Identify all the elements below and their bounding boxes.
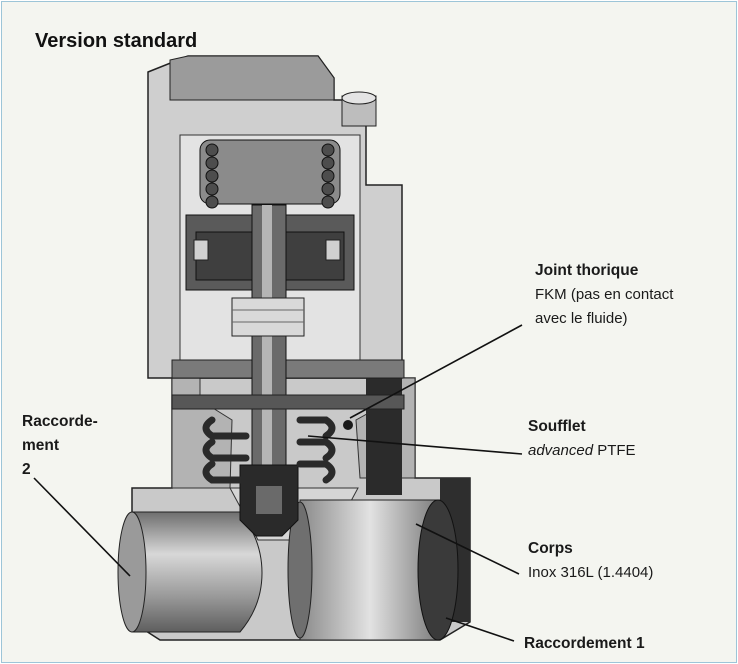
- label-soufflet: Soufflet advanced PTFE: [528, 415, 636, 463]
- leader-raccordement-1: [445, 617, 515, 642]
- raccordement-2-line3: 2: [22, 461, 31, 478]
- leader-soufflet: [307, 435, 523, 455]
- port-2-bore: [117, 511, 263, 633]
- leader-joint-thorique: [349, 324, 523, 419]
- o-ring-seat: [231, 297, 353, 430]
- joint-thorique-line1: FKM (pas en contact: [535, 286, 674, 303]
- leader-lines: [33, 324, 523, 642]
- joint-thorique-line2: avec le fluide): [535, 310, 628, 327]
- port-1-bore: [287, 499, 459, 641]
- diagram-title: Version standard: [35, 30, 198, 52]
- raccordement-1-name: Raccordement 1: [524, 635, 645, 652]
- label-raccordement-2: Raccorde- ment 2: [22, 410, 98, 482]
- soufflet-name: Soufflet: [528, 418, 586, 435]
- bolt: [341, 91, 377, 127]
- label-raccordement-1: Raccordement 1: [524, 632, 645, 656]
- soufflet-material-rest: PTFE: [593, 442, 636, 459]
- upper-spring: [199, 139, 341, 209]
- bellows-flange: [171, 394, 405, 410]
- corps-name: Corps: [528, 540, 573, 557]
- raccordement-2-line1: Raccorde-: [22, 413, 98, 430]
- bellows: [202, 416, 336, 484]
- soufflet-material: advanced PTFE: [528, 439, 636, 463]
- leader-corps: [415, 523, 520, 575]
- raccordement-2-line2: ment: [22, 437, 60, 454]
- leader-raccordement-2: [33, 477, 131, 577]
- soufflet-material-italic: advanced: [528, 442, 594, 459]
- valve-stem: [239, 204, 299, 537]
- corps-material: Inox 316L (1.4404): [528, 564, 654, 581]
- label-joint-thorique: Joint thorique FKM (pas en contact avec …: [535, 259, 673, 331]
- joint-thorique-name: Joint thorique: [535, 262, 639, 279]
- label-corps: Corps Inox 316L (1.4404): [528, 537, 653, 585]
